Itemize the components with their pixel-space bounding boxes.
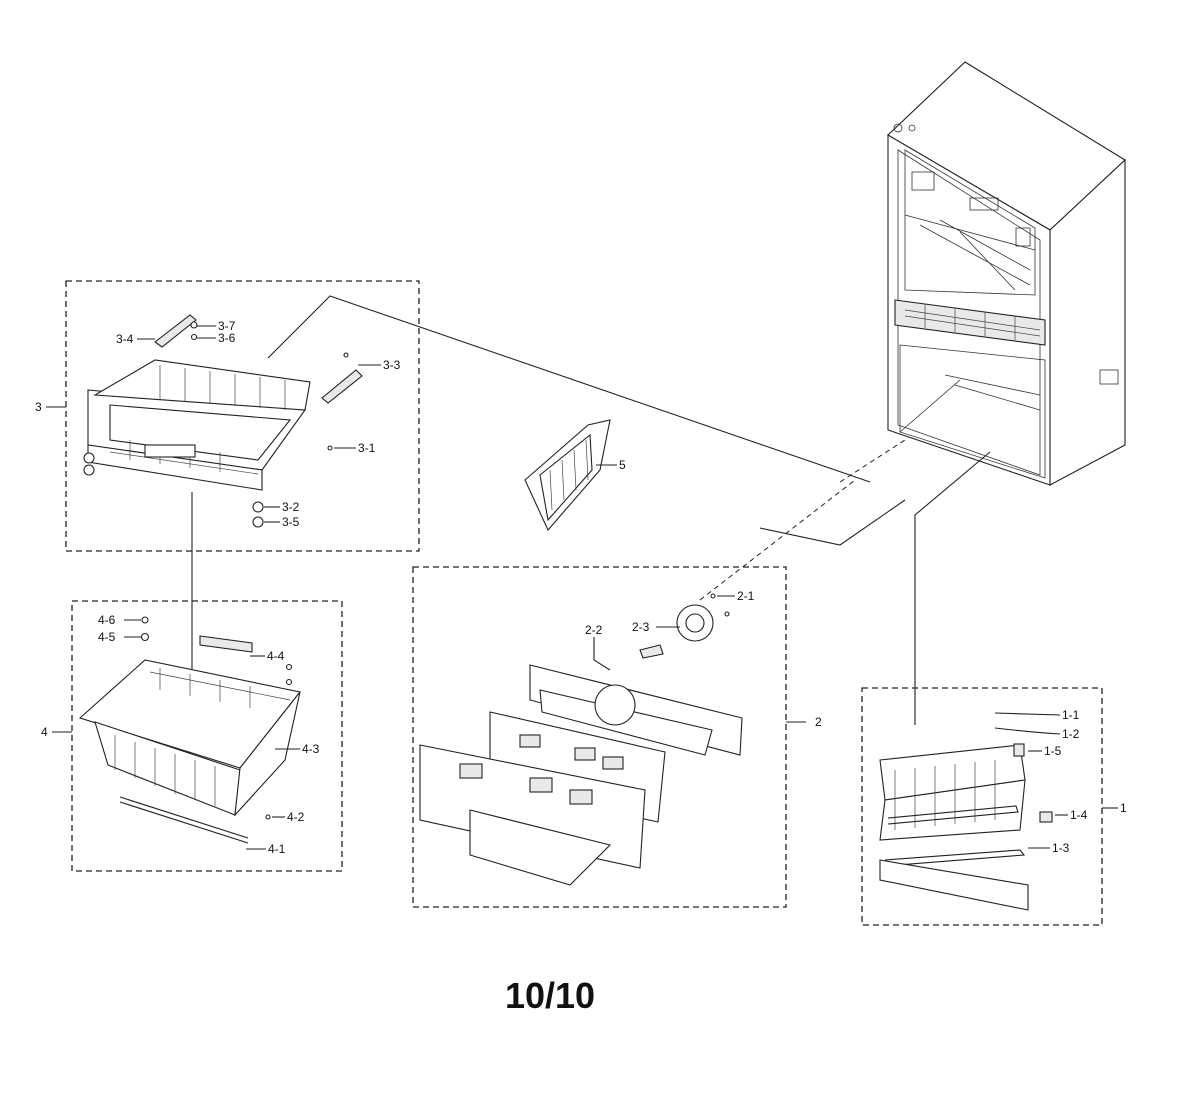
upper-drawer — [83, 314, 363, 528]
page-number: 10/10 — [505, 975, 595, 1016]
label-4-5: 4-5 — [98, 630, 116, 644]
refrigerator-cabinet — [887, 61, 1126, 486]
label-3-1: 3-1 — [358, 441, 376, 455]
label-4-3: 4-3 — [302, 742, 320, 756]
label-3-4: 3-4 — [116, 332, 134, 346]
divider-part — [524, 419, 617, 532]
label-group-4: 4 — [41, 725, 48, 739]
label-part-5: 5 — [619, 458, 626, 472]
duct-assembly — [419, 593, 743, 886]
label-1-1: 1-1 — [1062, 708, 1080, 722]
label-3-2: 3-2 — [282, 500, 300, 514]
group-1-frame — [861, 687, 1103, 926]
label-3-7: 3-7 — [218, 319, 236, 333]
group-3-leaders — [46, 325, 381, 523]
label-1-3: 1-3 — [1052, 841, 1070, 855]
label-3-3: 3-3 — [383, 358, 401, 372]
label-3-6: 3-6 — [218, 331, 236, 345]
label-2-2: 2-2 — [585, 623, 603, 637]
leader-lines — [191, 295, 991, 725]
group-4-frame — [71, 600, 343, 872]
part-labels: 3-7 3-6 3-4 3-3 3-1 3-2 3-5 3 5 4-6 4-5 … — [35, 319, 1127, 856]
group-1-leaders — [1028, 750, 1118, 849]
label-4-2: 4-2 — [287, 810, 305, 824]
label-4-6: 4-6 — [98, 613, 116, 627]
label-3-5: 3-5 — [282, 515, 300, 529]
group-3-frame — [65, 280, 420, 552]
label-1-4: 1-4 — [1070, 808, 1088, 822]
lower-basket — [78, 616, 301, 844]
label-4-1: 4-1 — [268, 842, 286, 856]
label-4-4: 4-4 — [267, 649, 285, 663]
label-2-1: 2-1 — [737, 589, 755, 603]
label-1-5: 1-5 — [1044, 744, 1062, 758]
group-2-leaders — [593, 595, 806, 723]
label-group-3: 3 — [35, 400, 42, 414]
label-group-2: 2 — [815, 715, 822, 729]
group-2-frame — [412, 566, 787, 908]
label-1-2: 1-2 — [1062, 727, 1080, 741]
group-4-leaders — [52, 619, 300, 850]
label-2-3: 2-3 — [632, 620, 650, 634]
label-group-1: 1 — [1120, 801, 1127, 815]
evaporator-assembly — [879, 712, 1061, 911]
